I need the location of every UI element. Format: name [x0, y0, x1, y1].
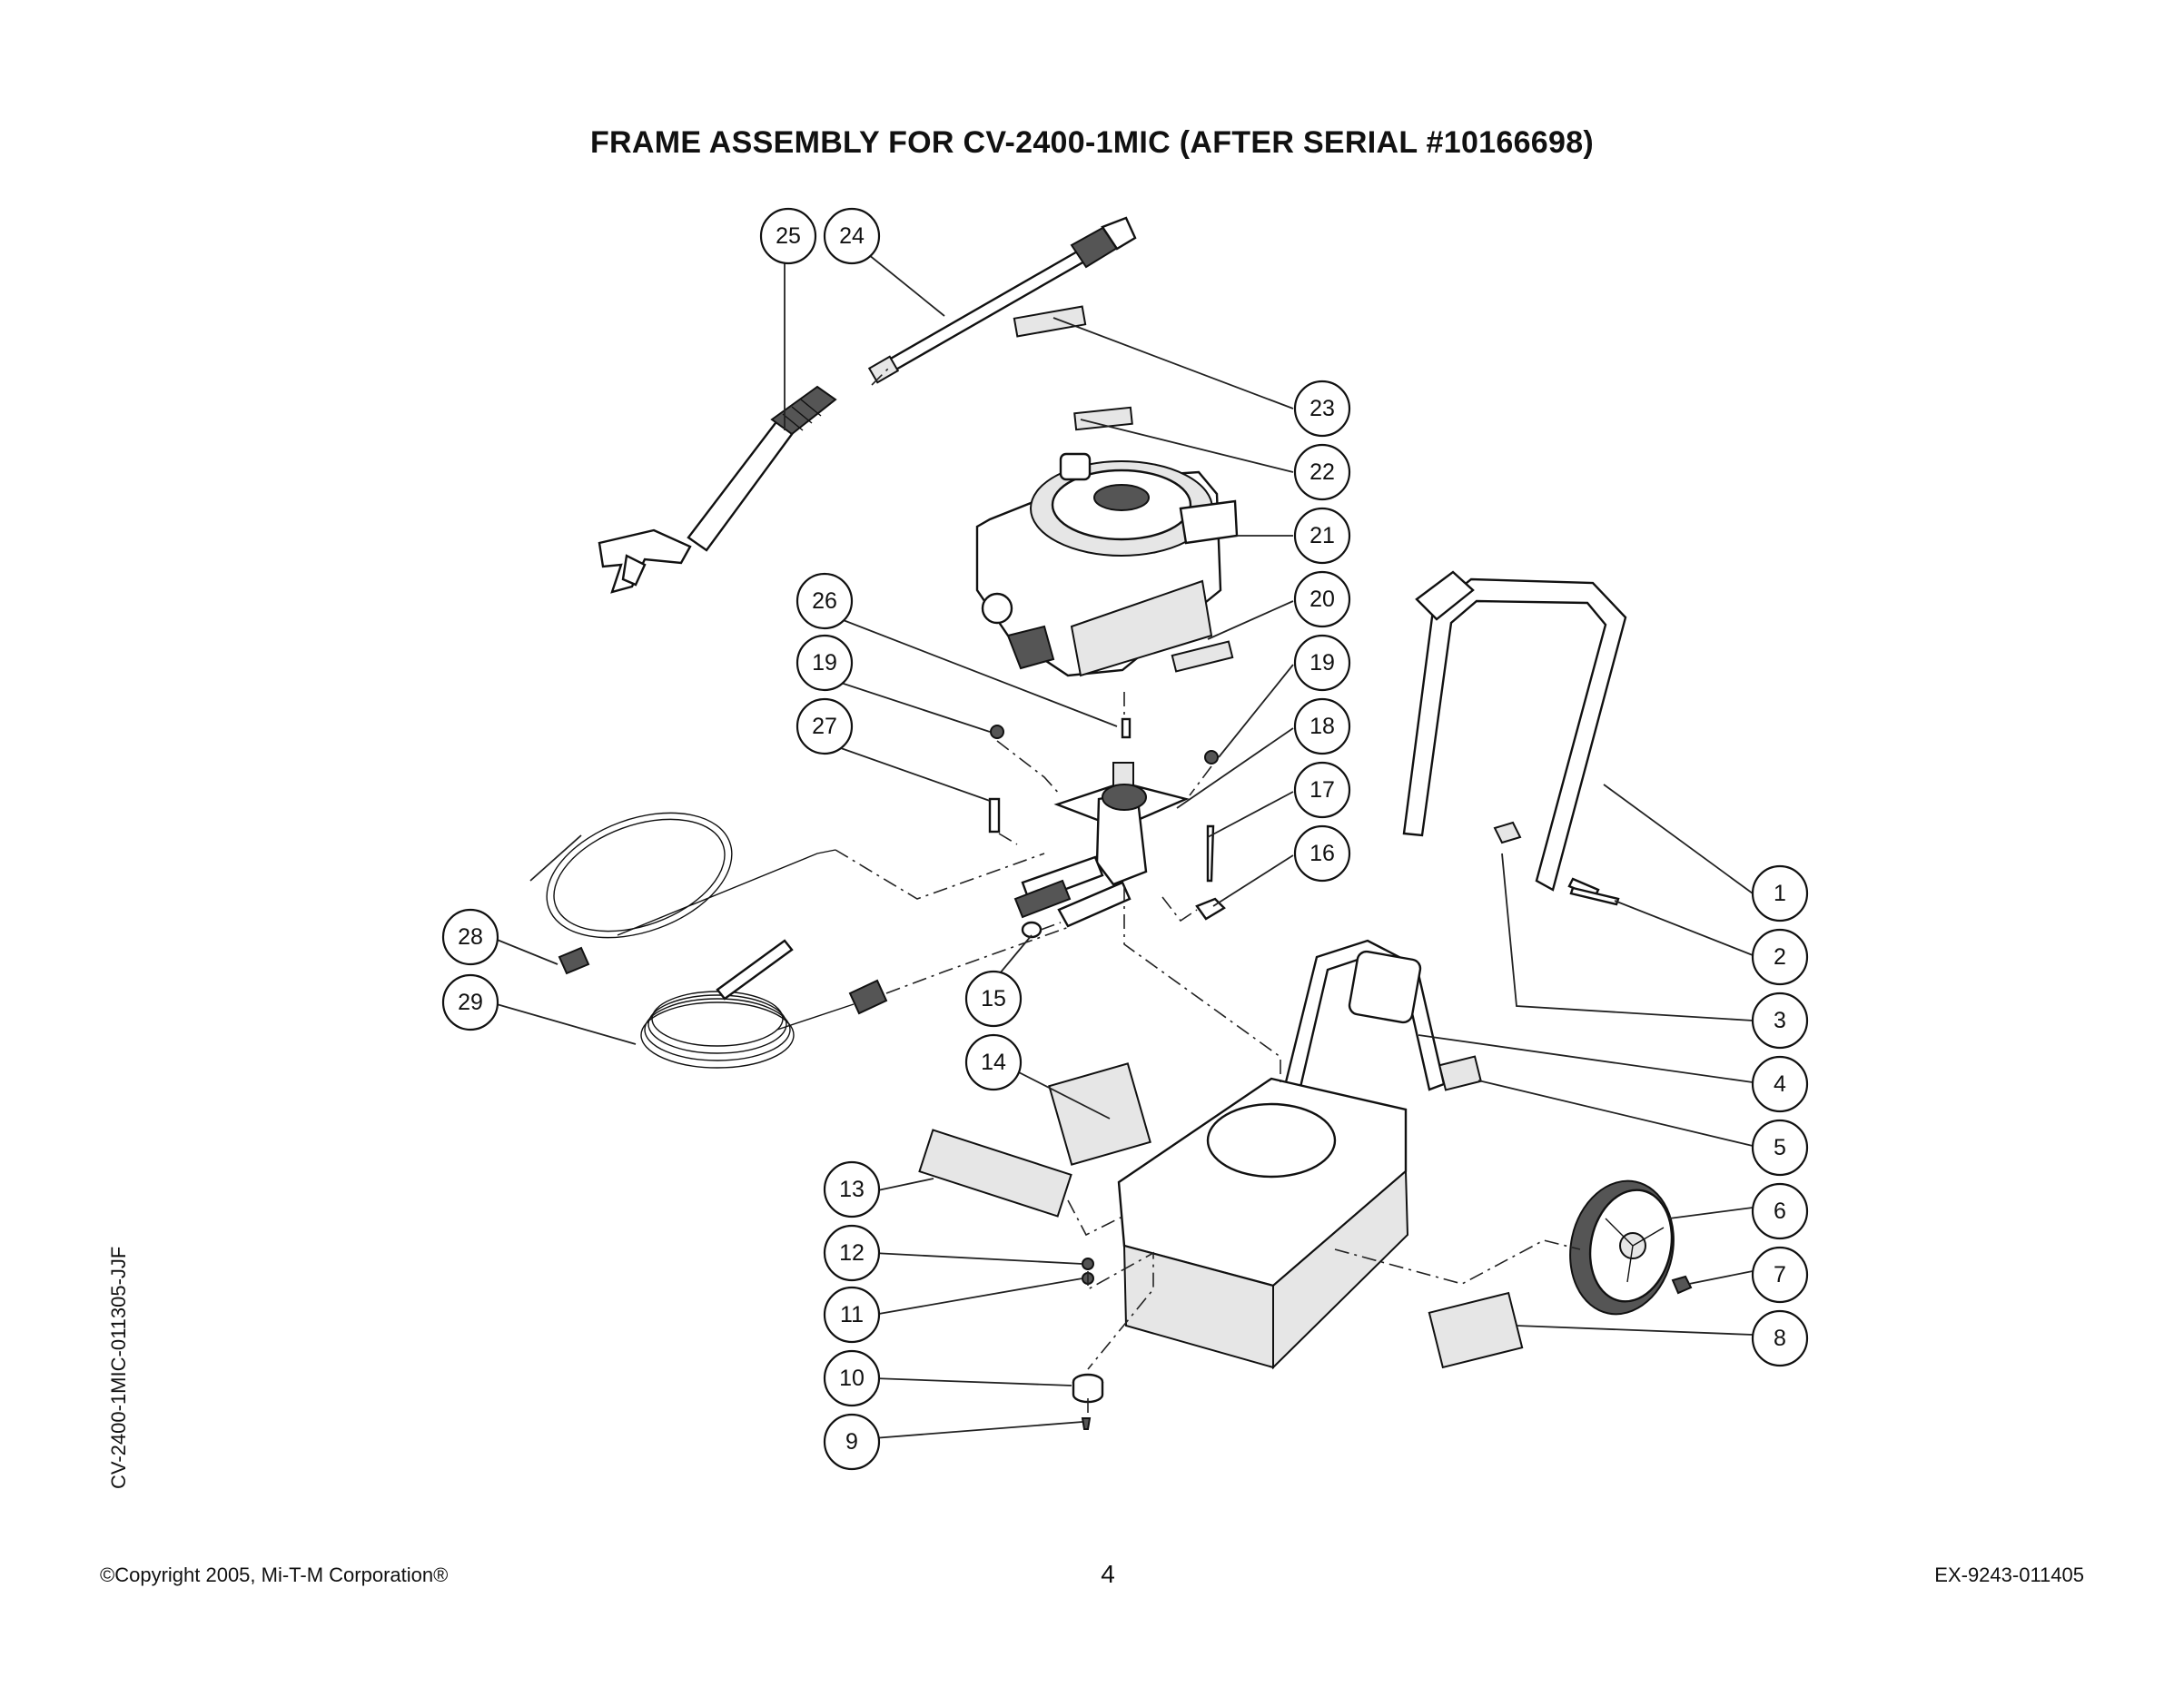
- pump-assembly-part: [988, 717, 1226, 939]
- callout-17: 17: [1293, 761, 1351, 819]
- engine-part: [975, 452, 1239, 677]
- leader-lines: [489, 246, 1754, 1439]
- label-20-part: [1171, 640, 1234, 673]
- callout-23: 23: [1293, 380, 1351, 438]
- wheel-nut-part: [1671, 1275, 1693, 1295]
- callout-14: 14: [964, 1033, 1023, 1091]
- spray-wand-part: [867, 216, 1137, 384]
- callout-26: 26: [796, 572, 854, 630]
- svg-text:21: 21: [1309, 523, 1335, 548]
- callout-21: 21: [1293, 507, 1351, 565]
- svg-text:13: 13: [839, 1177, 865, 1202]
- callout-11: 11: [823, 1286, 881, 1344]
- callout-1: 1: [1751, 864, 1809, 922]
- footer-copyright: ©Copyright 2005, Mi-T-M Corporation®: [100, 1564, 449, 1586]
- bolt-2-part: [1569, 886, 1620, 906]
- svg-text:2: 2: [1774, 944, 1786, 970]
- callout-13: 13: [823, 1160, 881, 1218]
- footer-doc-code: EX-9243-011405: [1934, 1564, 2084, 1586]
- svg-text:4: 4: [1774, 1071, 1786, 1097]
- garden-hose-coil-part: [640, 939, 888, 1069]
- callout-28: 28: [441, 908, 499, 966]
- callout-5: 5: [1751, 1119, 1809, 1177]
- svg-text:25: 25: [776, 223, 801, 249]
- label-8-part: [1428, 1291, 1524, 1369]
- callout-9: 9: [823, 1413, 881, 1471]
- svg-text:1: 1: [1774, 881, 1786, 906]
- foot-part: [1072, 1373, 1104, 1404]
- svg-text:19: 19: [1309, 650, 1335, 676]
- callout-2: 2: [1751, 928, 1809, 986]
- callout-7: 7: [1751, 1246, 1809, 1304]
- callout-4: 4: [1751, 1055, 1809, 1113]
- callout-19-right: 19: [1293, 634, 1351, 692]
- callout-15: 15: [964, 970, 1023, 1028]
- wheel-part: [1569, 1179, 1675, 1316]
- label-23-part: [1013, 305, 1087, 338]
- page-title: FRAME ASSEMBLY FOR CV-2400-1MIC (AFTER S…: [589, 125, 1595, 160]
- assembly-dashed-lines: [835, 366, 1581, 1416]
- screw-part: [1081, 1417, 1092, 1430]
- svg-text:5: 5: [1774, 1135, 1786, 1160]
- callout-25: 25: [759, 207, 817, 265]
- svg-text:27: 27: [812, 714, 837, 739]
- svg-text:26: 26: [812, 588, 837, 614]
- svg-text:10: 10: [839, 1366, 865, 1391]
- svg-text:28: 28: [458, 924, 483, 950]
- callout-18: 18: [1293, 697, 1351, 755]
- callout-20: 20: [1293, 570, 1351, 628]
- svg-text:29: 29: [458, 990, 483, 1015]
- label-13-part: [918, 1129, 1072, 1218]
- svg-text:8: 8: [1774, 1326, 1786, 1351]
- svg-text:3: 3: [1774, 1008, 1786, 1033]
- handle-frame-part: [1402, 570, 1627, 899]
- callout-27: 27: [796, 697, 854, 755]
- label-5-part: [1438, 1055, 1483, 1091]
- svg-text:7: 7: [1774, 1262, 1786, 1287]
- callout-12: 12: [823, 1224, 881, 1282]
- side-drawing-code: CV-2400-1MIC-011305-JJF: [107, 1246, 130, 1489]
- svg-text:20: 20: [1309, 587, 1335, 612]
- svg-text:17: 17: [1309, 777, 1335, 803]
- callout-16: 16: [1293, 824, 1351, 883]
- svg-text:24: 24: [839, 223, 865, 249]
- svg-text:12: 12: [839, 1240, 865, 1266]
- washer-12-part: [1082, 1258, 1094, 1270]
- callout-19-left: 19: [796, 634, 854, 692]
- spray-gun-part: [598, 385, 837, 594]
- callout-6: 6: [1751, 1182, 1809, 1240]
- callout-24: 24: [823, 207, 881, 265]
- svg-text:18: 18: [1309, 714, 1335, 739]
- cart-frame-part: [1117, 939, 1446, 1370]
- callout-22: 22: [1293, 443, 1351, 501]
- svg-text:9: 9: [845, 1429, 858, 1455]
- svg-text:6: 6: [1774, 1199, 1786, 1224]
- label-22-part: [1073, 406, 1133, 431]
- svg-text:16: 16: [1309, 841, 1335, 866]
- footer-page-number: 4: [1101, 1560, 1115, 1588]
- high-pressure-hose-loop-part: [546, 812, 836, 975]
- svg-text:19: 19: [812, 650, 837, 676]
- svg-text:22: 22: [1309, 459, 1335, 485]
- callout-3: 3: [1751, 991, 1809, 1050]
- svg-text:11: 11: [840, 1302, 864, 1327]
- callout-10: 10: [823, 1349, 881, 1407]
- svg-text:14: 14: [981, 1050, 1006, 1075]
- callout-29: 29: [441, 973, 499, 1031]
- svg-text:15: 15: [981, 986, 1006, 1011]
- callout-8: 8: [1751, 1309, 1809, 1367]
- svg-text:23: 23: [1309, 396, 1335, 421]
